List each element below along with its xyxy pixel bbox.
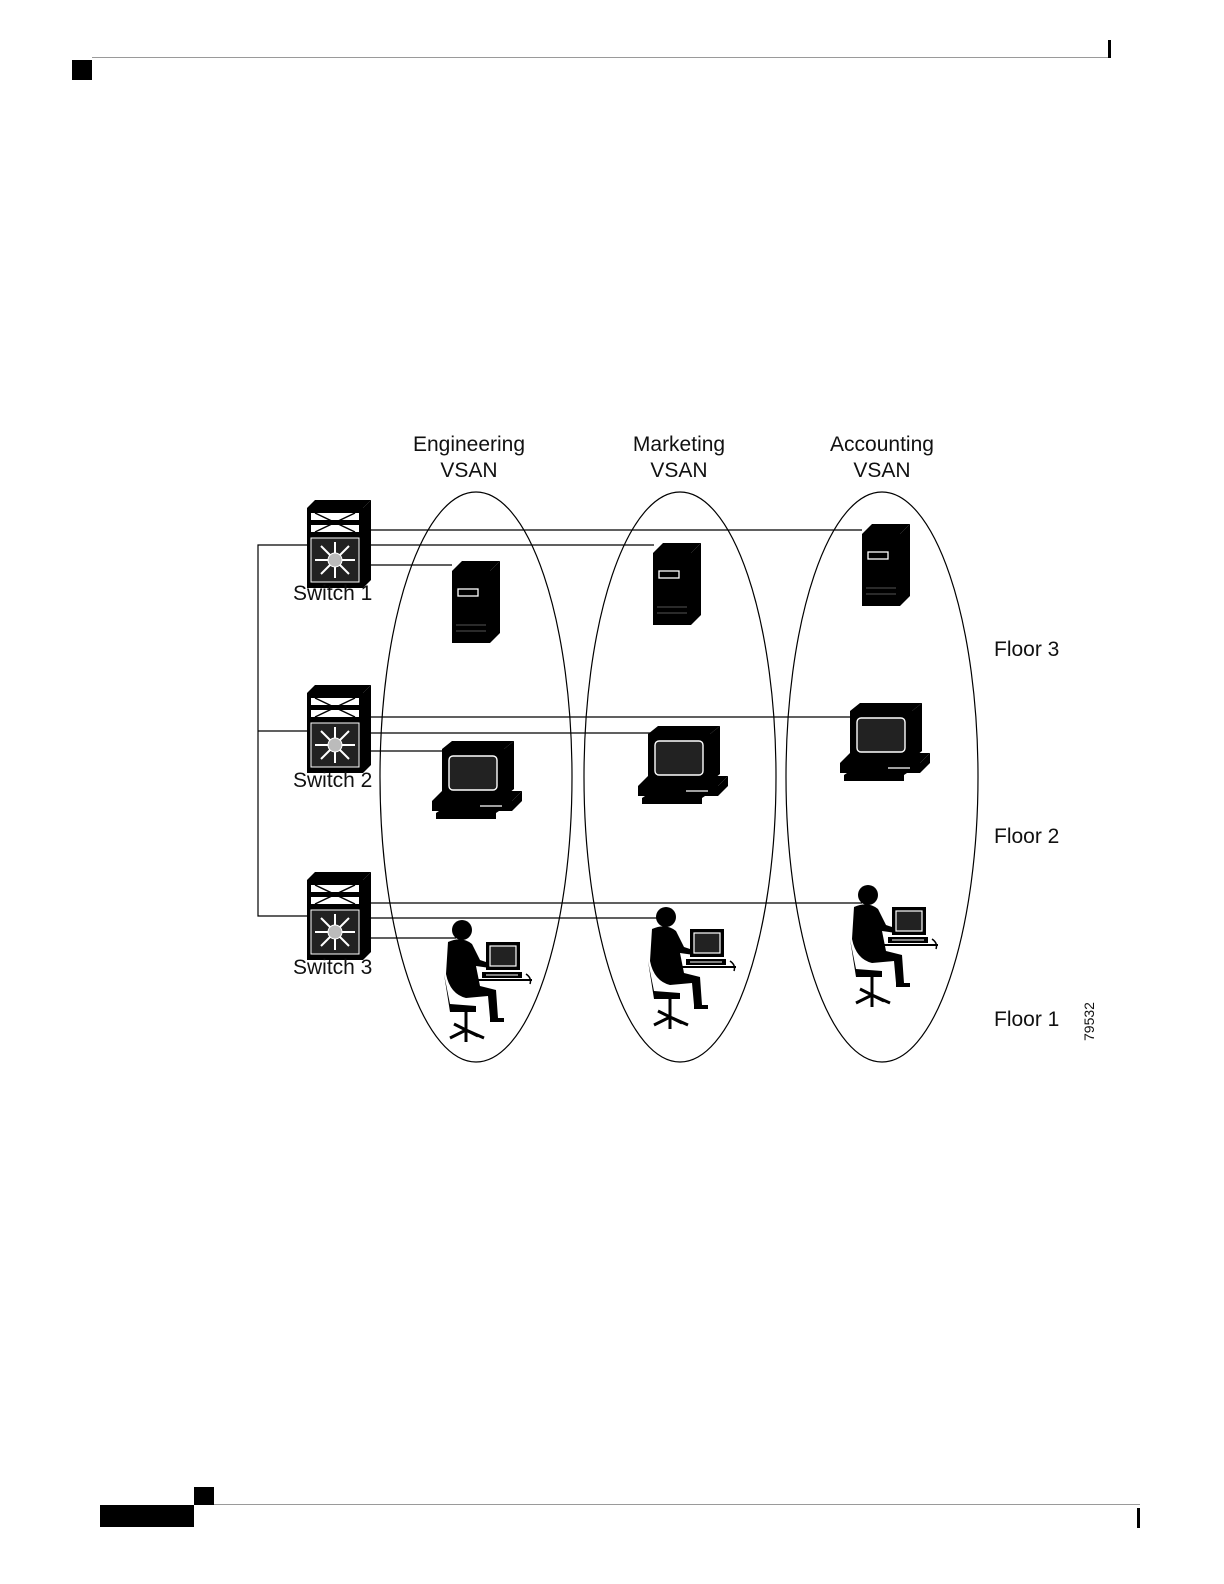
footer-rule — [194, 1504, 1140, 1505]
engineering-user-icon — [444, 920, 532, 1042]
marketing-server-icon — [653, 543, 701, 625]
accounting-user-icon — [850, 885, 938, 1007]
switch-label-2: Switch 2 — [293, 769, 372, 792]
floor-label-2: Floor 2 — [994, 825, 1059, 848]
floor-label-1: Floor 1 — [994, 1008, 1059, 1031]
figure-id: 79532 — [1081, 1002, 1097, 1041]
switch-label-3: Switch 3 — [293, 956, 372, 979]
switch-label-1: Switch 1 — [293, 582, 372, 605]
footer-square-marker — [194, 1487, 214, 1505]
marketing-workstation-icon — [638, 726, 728, 804]
vsan-label-marketing-line1: Marketing — [633, 433, 725, 456]
engineering-workstation-icon — [432, 741, 522, 819]
vsan-label-engineering-line1: Engineering — [413, 433, 525, 456]
accounting-workstation-icon — [840, 703, 930, 781]
floor-label-3: Floor 3 — [994, 638, 1059, 661]
vsan-label-accounting-line1: Accounting — [830, 433, 934, 456]
footer-tick-mark — [1137, 1508, 1140, 1528]
vsan-label-marketing-line2: VSAN — [650, 459, 707, 482]
marketing-user-icon — [648, 907, 736, 1029]
vsan-label-engineering-line2: VSAN — [440, 459, 497, 482]
footer-page-tab — [100, 1505, 194, 1527]
engineering-server-icon — [452, 561, 500, 643]
switch-1-icon — [307, 500, 371, 588]
accounting-server-icon — [862, 524, 910, 606]
vsan-label-accounting-line2: VSAN — [853, 459, 910, 482]
switch-3-icon — [307, 872, 371, 960]
switch-2-icon — [307, 685, 371, 773]
